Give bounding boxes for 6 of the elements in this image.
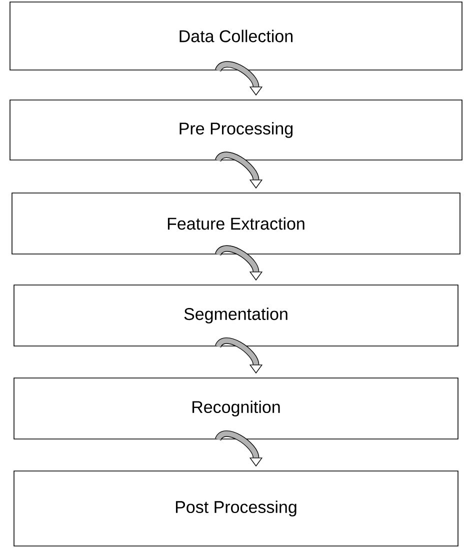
process-box: Segmentation <box>14 284 458 346</box>
process-box: Recognition <box>14 378 458 440</box>
process-box: Data Collection <box>10 2 462 70</box>
process-box: Pre Processing <box>10 100 462 160</box>
process-box: Feature Extraction <box>12 192 460 254</box>
process-box: Post Processing <box>14 470 458 546</box>
